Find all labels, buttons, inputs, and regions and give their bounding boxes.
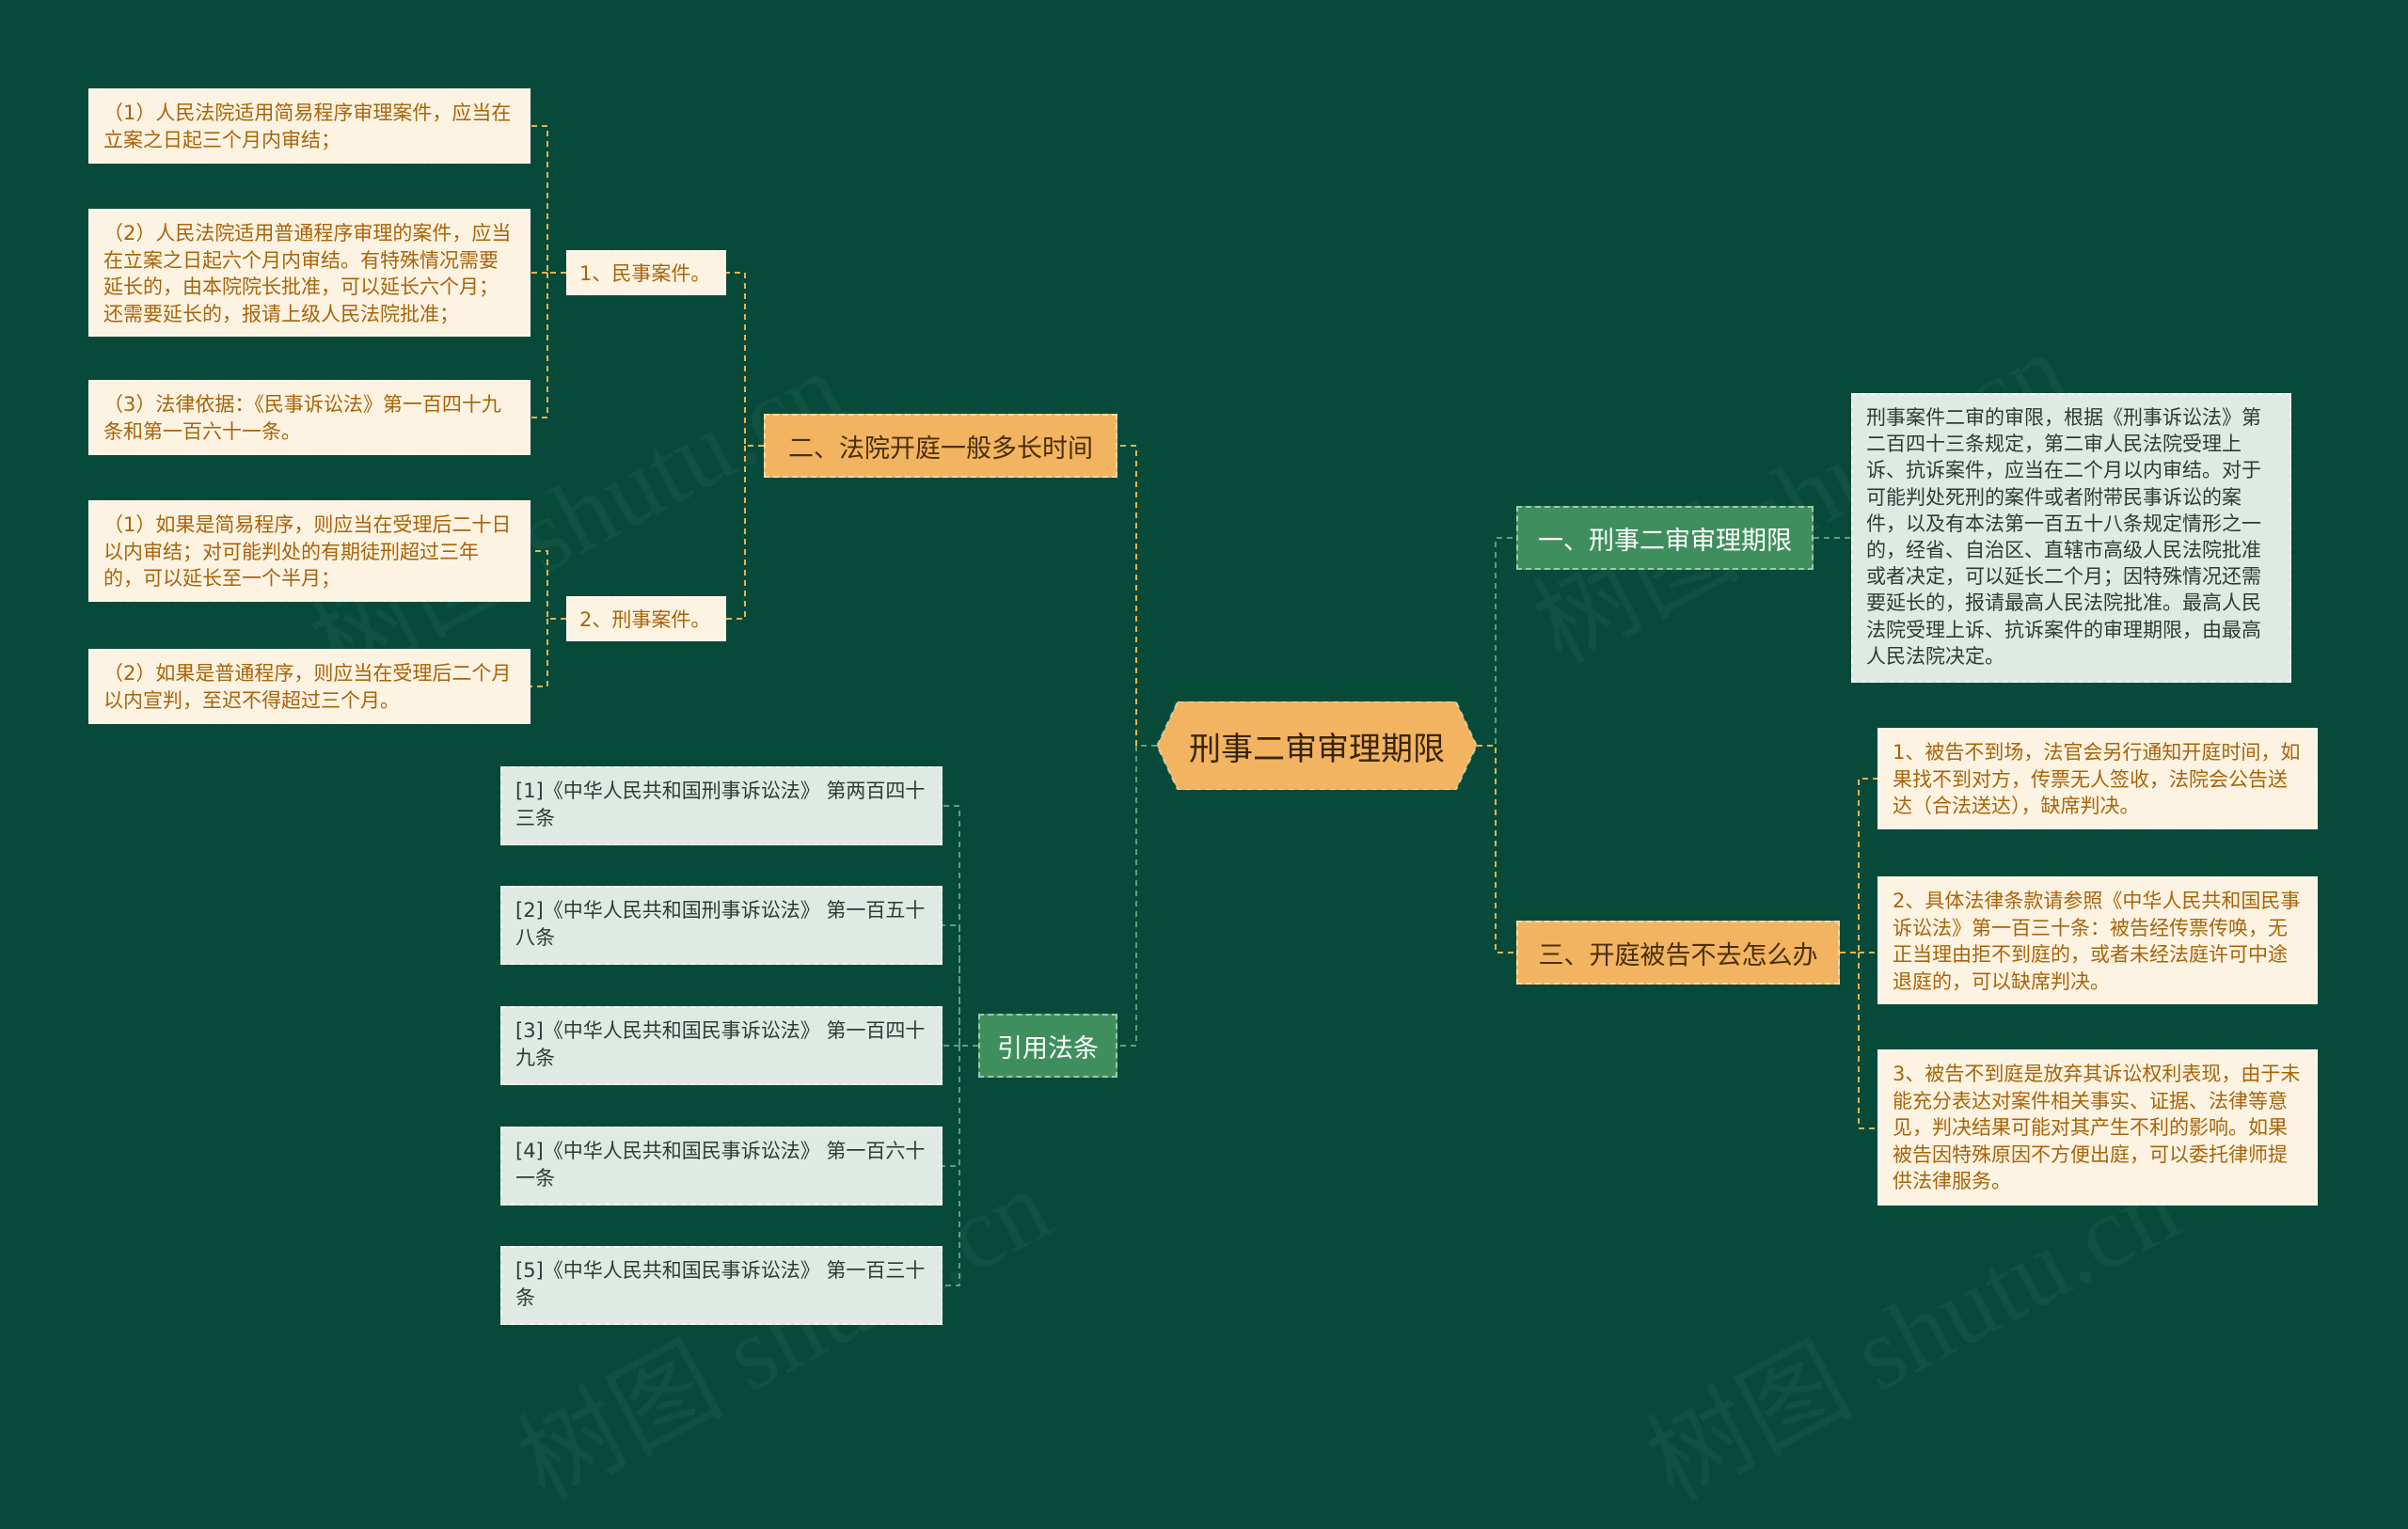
ref-item-5: [5]《中华人民共和国民事诉讼法》 第一百三十条 bbox=[500, 1246, 943, 1325]
ref-item-2: [2]《中华人民共和国刑事诉讼法》 第一百五十八条 bbox=[500, 886, 943, 965]
root-label: 刑事二审审理期限 bbox=[1189, 730, 1445, 768]
criminal-item-2: （2）如果是普通程序，则应当在受理后二个月以内宣判，至迟不得超过三个月。 bbox=[88, 649, 531, 724]
branch-b3[interactable]: 三、开庭被告不去怎么办 bbox=[1516, 921, 1840, 985]
b3-item-1: 1、被告不到场，法官会另行通知开庭时间，如果找不到对方，传票无人签收，法院会公告… bbox=[1877, 728, 2318, 829]
link-root-b4 bbox=[1117, 745, 1157, 1047]
link-b2-sub bbox=[726, 272, 764, 620]
criminal-item-1: （1）如果是简易程序，则应当在受理后二十日以内审结；对可能判处的有期徒刑超过三年… bbox=[88, 500, 531, 602]
ref-item-1: [1]《中华人民共和国刑事诉讼法》 第两百四十三条 bbox=[500, 766, 943, 845]
b3-item-3: 3、被告不到庭是放弃其诉讼权利表现，由于未能充分表达对案件相关事实、证据、法律等… bbox=[1877, 1049, 2318, 1206]
root-node[interactable]: 刑事二审审理期限 bbox=[1157, 701, 1477, 790]
b2-criminal[interactable]: 2、刑事案件。 bbox=[566, 596, 726, 641]
mind-map-canvas: 树图 shutu.cn 树图 shutu.cn 树图 shutu.cn 树图 s… bbox=[88, 88, 2318, 1521]
link-b4-refs bbox=[943, 805, 978, 1286]
root-shape bbox=[1157, 701, 1477, 790]
branch-b3-label: 三、开庭被告不去怎么办 bbox=[1538, 940, 1818, 970]
branch-b1-detail: 刑事案件二审的审限，根据《刑事诉讼法》第二百四十三条规定，第二审人民法院受理上诉… bbox=[1851, 393, 2291, 683]
b2-civil[interactable]: 1、民事案件。 bbox=[566, 250, 726, 295]
civil-item-2: （2）人民法院适用普通程序审理的案件，应当在立案之日起六个月内审结。有特殊情况需… bbox=[88, 209, 531, 337]
branch-b4-label: 引用法条 bbox=[997, 1033, 1099, 1064]
link-root-b2 bbox=[1117, 445, 1157, 747]
branch-b1[interactable]: 一、刑事二审审理期限 bbox=[1516, 506, 1814, 570]
link-criminal-items bbox=[531, 550, 566, 687]
b2-criminal-label: 2、刑事案件。 bbox=[579, 608, 711, 631]
civil-item-1: （1）人民法院适用简易程序审理案件，应当在立案之日起三个月内审结； bbox=[88, 88, 531, 164]
branch-b2-label: 二、法院开庭一般多长时间 bbox=[788, 433, 1093, 464]
b3-item-2: 2、具体法律条款请参照《中华人民共和国民事诉讼法》第一百三十条：被告经传票传唤，… bbox=[1877, 876, 2318, 1004]
link-root-b1 bbox=[1477, 537, 1516, 747]
b2-civil-label: 1、民事案件。 bbox=[579, 262, 711, 285]
branch-b4[interactable]: 引用法条 bbox=[978, 1014, 1117, 1078]
link-b3-items bbox=[1840, 778, 1877, 1129]
ref-item-3: [3]《中华人民共和国民事诉讼法》 第一百四十九条 bbox=[500, 1006, 943, 1085]
civil-item-3: （3）法律依据：《民事诉讼法》第一百四十九条和第一百六十一条。 bbox=[88, 380, 531, 455]
connector-lines bbox=[531, 125, 1877, 1286]
branch-b1-label: 一、刑事二审审理期限 bbox=[1538, 526, 1792, 556]
ref-item-4: [4]《中华人民共和国民事诉讼法》 第一百六十一条 bbox=[500, 1127, 943, 1206]
link-civil-items bbox=[531, 125, 566, 418]
link-root-b3 bbox=[1477, 745, 1516, 954]
branch-b2[interactable]: 二、法院开庭一般多长时间 bbox=[764, 414, 1117, 478]
